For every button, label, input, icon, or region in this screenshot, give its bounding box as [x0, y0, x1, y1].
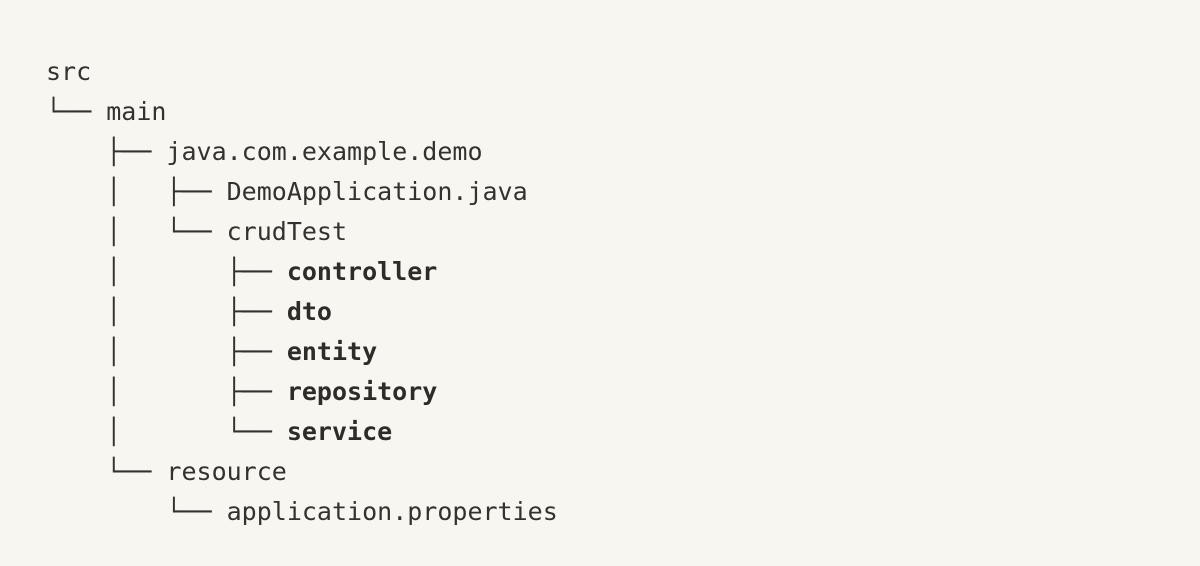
tree-row[interactable]: └── application.properties [46, 492, 558, 532]
tree-branch-glyphs: └── [46, 97, 107, 126]
tree-row[interactable]: │ ├── entity [46, 332, 558, 372]
tree-node-label[interactable]: crudTest [226, 217, 348, 246]
tree-branch-glyphs: │ └── [46, 217, 227, 246]
tree-row[interactable]: ├── java.com.example.demo [46, 132, 558, 172]
tree-branch-glyphs: │ ├── [46, 257, 287, 286]
tree-branch-glyphs: └── [46, 497, 227, 526]
tree-row[interactable]: └── resource [46, 452, 558, 492]
tree-branch-glyphs: │ ├── [46, 337, 287, 366]
tree-node-label[interactable]: entity [286, 337, 378, 366]
tree-branch-glyphs: │ ├── [46, 177, 227, 206]
tree-node-label[interactable]: DemoApplication.java [226, 177, 528, 206]
tree-row[interactable]: │ └── crudTest [46, 212, 558, 252]
tree-row[interactable]: │ ├── dto [46, 292, 558, 332]
tree-node-label[interactable]: repository [286, 377, 438, 406]
tree-node-label[interactable]: controller [286, 257, 438, 286]
tree-row[interactable]: │ └── service [46, 412, 558, 452]
tree-node-label[interactable]: resource [166, 457, 287, 486]
tree-row[interactable]: │ ├── repository [46, 372, 558, 412]
tree-node-label[interactable]: src [46, 57, 92, 86]
tree-node-label[interactable]: application.properties [226, 497, 558, 526]
tree-row[interactable]: │ ├── controller [46, 252, 558, 292]
tree-branch-glyphs: │ ├── [46, 297, 287, 326]
tree-branch-glyphs: └── [46, 457, 167, 486]
tree-branch-glyphs: │ ├── [46, 377, 287, 406]
tree-branch-glyphs: ├── [46, 137, 167, 166]
tree-branch-glyphs: │ └── [46, 417, 287, 446]
tree-row[interactable]: src [46, 52, 558, 92]
tree-node-label[interactable]: main [106, 97, 167, 126]
tree-node-label[interactable]: service [286, 417, 393, 446]
tree-row[interactable]: │ ├── DemoApplication.java [46, 172, 558, 212]
tree-node-label[interactable]: java.com.example.demo [166, 137, 483, 166]
tree-row[interactable]: └── main [46, 92, 558, 132]
tree-node-label[interactable]: dto [286, 297, 332, 326]
directory-tree: src └── main ├── java.com.example.demo │ … [46, 52, 558, 532]
